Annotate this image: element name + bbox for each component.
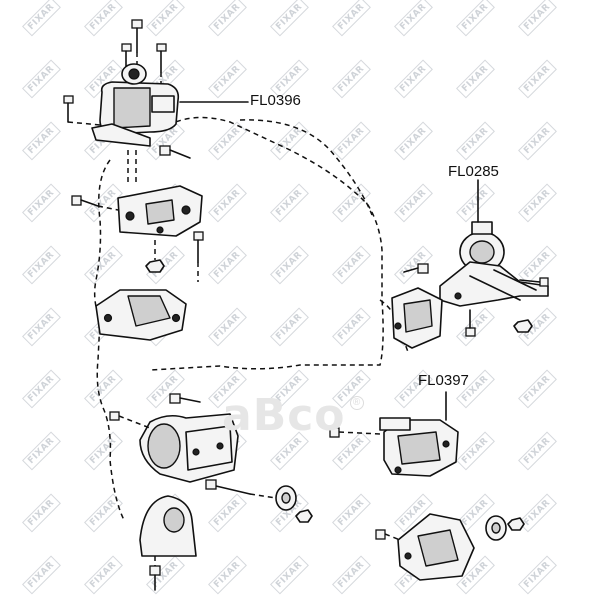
engine-outline — [149, 116, 384, 371]
brand-logo-text: aBco — [222, 390, 346, 441]
bolt-top-3 — [156, 43, 167, 73]
registered-mark: ® — [349, 396, 364, 410]
bolt-left-1 — [63, 95, 74, 123]
bushing-lower — [275, 485, 297, 511]
nut-bottom-right — [507, 517, 525, 531]
bolt-bottom-right — [375, 529, 401, 541]
bolt-mid-3 — [193, 231, 204, 263]
bolt-right-2 — [465, 309, 476, 337]
bolt-lower-1 — [169, 393, 201, 404]
bolt-mid-1 — [159, 145, 191, 159]
nut-mid — [145, 259, 165, 273]
part-label-fl0397: FL0397 — [418, 372, 469, 389]
mount-fl0285 — [439, 221, 549, 307]
mount-lower-left — [139, 413, 239, 483]
part-label-fl0396: FL0396 — [250, 92, 301, 109]
bracket-lower-left — [95, 289, 187, 341]
mount-fl0396 — [91, 63, 180, 147]
bracket-right — [391, 287, 443, 349]
bracket-upper — [117, 185, 203, 237]
mount-fl0397 — [379, 417, 459, 477]
bolt-right-3 — [519, 277, 549, 287]
bolt-lower-3 — [205, 479, 251, 495]
bushing-bottom-right — [485, 515, 507, 541]
bolt-bottom — [149, 565, 161, 591]
bolt-lower-2 — [109, 411, 151, 429]
bolt-mid-2 — [71, 195, 99, 207]
part-label-fl0285: FL0285 — [448, 163, 499, 180]
mount-bottom — [139, 495, 197, 557]
bracket-bottom-right — [397, 513, 475, 581]
brand-logo: aBco ® — [222, 394, 364, 438]
bolt-fl0397 — [329, 427, 381, 438]
bolt-top-1 — [131, 19, 143, 53]
nut-lower — [295, 509, 313, 523]
nut-right — [513, 319, 533, 333]
bolt-right-1 — [403, 263, 429, 274]
